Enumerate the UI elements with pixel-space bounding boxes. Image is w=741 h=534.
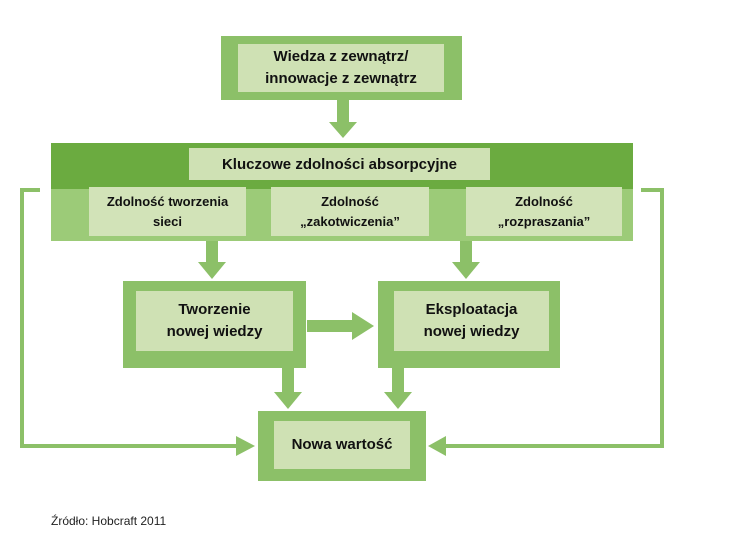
left-feedback-arrowhead — [236, 436, 255, 456]
external-knowledge-box: Wiedza z zewnątrz/ innowacje z zewnątrz — [221, 36, 462, 100]
capability-anchoring: Zdolność „zakotwiczenia” — [271, 187, 429, 236]
right-feedback-arrowhead — [428, 436, 446, 456]
arrow-creation-to-exploitation-head — [352, 312, 374, 340]
external-knowledge-label: Wiedza z zewnątrz/ innowacje z zewnątrz — [238, 44, 444, 92]
band-title: Kluczowe zdolności absorpcyjne — [189, 148, 490, 180]
arrow-band-to-exploitation-shaft — [460, 238, 472, 264]
right-feedback-line — [444, 188, 664, 448]
arrow-band-to-creation-shaft — [206, 238, 218, 264]
knowledge-creation-box: Tworzenie nowej wiedzy — [123, 281, 306, 368]
new-value-label: Nowa wartość — [274, 421, 410, 469]
arrow-exploitation-to-value-head — [384, 392, 412, 409]
arrow-top-to-band-shaft — [337, 100, 349, 124]
arrow-creation-to-value-shaft — [282, 368, 294, 394]
arrow-creation-to-exploitation-shaft — [307, 320, 355, 332]
capability-dispersion: Zdolność „rozpraszania” — [466, 187, 622, 236]
knowledge-exploitation-label: Eksploatacja nowej wiedzy — [394, 291, 549, 351]
arrow-top-to-band-head — [329, 122, 357, 138]
knowledge-exploitation-box: Eksploatacja nowej wiedzy — [378, 281, 560, 368]
source-note: Źródło: Hobcraft 2011 — [51, 514, 167, 528]
arrow-band-to-creation-head — [198, 262, 226, 279]
new-value-box: Nowa wartość — [258, 411, 426, 481]
absorptive-capacities-band: Kluczowe zdolności absorpcyjne Zdolność … — [51, 143, 633, 241]
arrow-exploitation-to-value-shaft — [392, 368, 404, 394]
capability-networking: Zdolność tworzenia sieci — [89, 187, 246, 236]
left-feedback-line — [20, 188, 238, 448]
knowledge-creation-label: Tworzenie nowej wiedzy — [136, 291, 293, 351]
arrow-creation-to-value-head — [274, 392, 302, 409]
arrow-band-to-exploitation-head — [452, 262, 480, 279]
